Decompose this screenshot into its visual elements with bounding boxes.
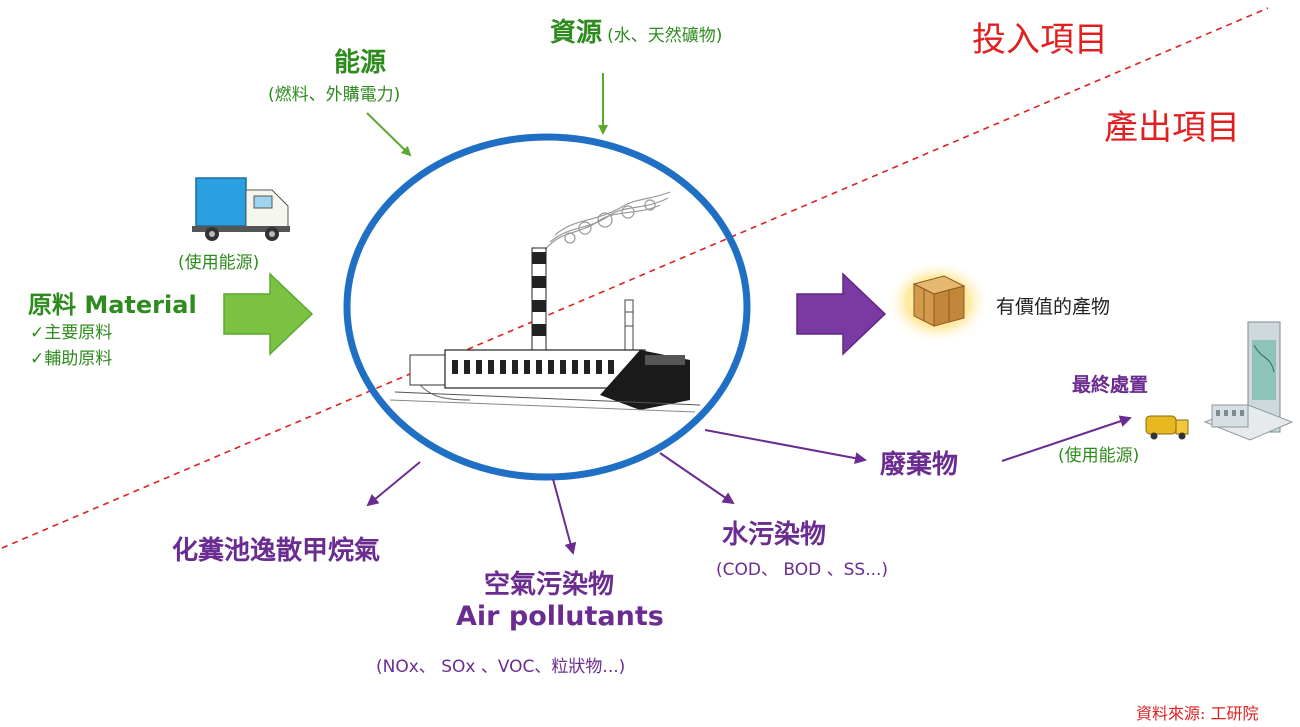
air-pollutants-title: 空氣污染物 (484, 570, 615, 600)
water-pollutants-arrow (659, 452, 735, 505)
energy-arrow (366, 112, 412, 157)
final-disposal-caption: (使用能源) (1058, 446, 1140, 466)
outputs-zone-label: 產出項目 (1104, 108, 1240, 148)
garbage-truck-icon (1145, 415, 1189, 440)
material-arrow (223, 272, 314, 356)
air-pollutants-arrow (552, 478, 577, 555)
material-title: 原料 Material (28, 291, 197, 319)
air-pollutants-title-en: Air pollutants (456, 601, 664, 632)
process-ring (343, 133, 751, 481)
truck-icon (192, 177, 290, 241)
waste-arrow (704, 429, 867, 465)
resources-detail: (水、天然礦物) (607, 26, 723, 46)
water-pollutants-title: 水污染物 (722, 520, 827, 550)
methane-arrow (366, 461, 421, 507)
product-arrow (796, 272, 887, 356)
resources-title: 資源 (550, 18, 603, 48)
energy-title: 能源 (334, 48, 387, 78)
source-credit: 資料來源: 工研院 (1136, 704, 1259, 723)
product-label: 有價值的產物 (996, 296, 1111, 318)
factory-icon (389, 191, 701, 413)
divider-dashed-line (1, 7, 1269, 549)
methane-label: 化糞池逸散甲烷氣 (172, 536, 381, 566)
resources-label: 資源 (水、天然礦物) (550, 12, 722, 49)
material-item: ✓輔助原料 (30, 349, 113, 369)
inputs-zone-label: 投入項目 (972, 20, 1108, 60)
material-item: ✓主要原料 (30, 323, 113, 343)
final-disposal-title: 最終處置 (1072, 374, 1149, 396)
energy-detail: (燃料、外購電力) (268, 85, 401, 105)
truck-caption: (使用能源) (178, 253, 260, 273)
box-icon (886, 260, 990, 344)
incinerator-icon (1203, 321, 1294, 441)
air-pollutants-detail: (NOx、 SOx 、VOC、粒狀物...) (376, 657, 626, 677)
final-disposal-arrow (1001, 415, 1132, 462)
waste-label: 廢棄物 (880, 450, 959, 480)
water-pollutants-detail: (COD、 BOD 、SS...) (716, 560, 889, 580)
